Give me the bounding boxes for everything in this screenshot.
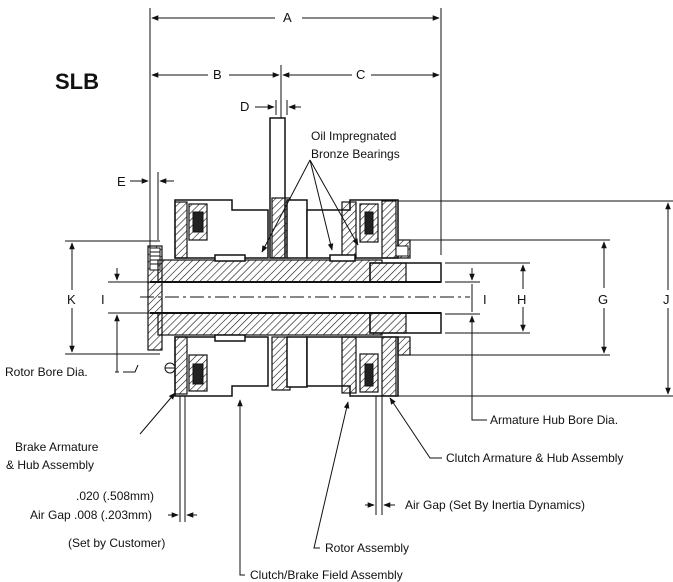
dim-label-e: E bbox=[117, 174, 126, 189]
dim-label-h: H bbox=[517, 292, 526, 307]
dim-label-i-left: I bbox=[101, 292, 105, 307]
dim-label-a: A bbox=[283, 10, 292, 25]
air-gap-customer-line2: Air Gap .008 (.203mm) bbox=[30, 508, 152, 522]
set-by-customer-label: (Set by Customer) bbox=[68, 536, 165, 550]
rotor-assembly-label: Rotor Assembly bbox=[325, 541, 409, 555]
dim-label-j: J bbox=[663, 292, 670, 307]
air-gap-customer-line1: .020 (.508mm) bbox=[76, 489, 154, 503]
model-title: SLB bbox=[55, 69, 99, 94]
armature-hub-bore-label: Armature Hub Bore Dia. bbox=[490, 413, 618, 427]
rotor-bore-label: Rotor Bore Dia. bbox=[5, 365, 88, 379]
dim-label-g: G bbox=[598, 292, 608, 307]
bearings-label-line2: Bronze Bearings bbox=[311, 147, 400, 161]
field-assembly-label: Clutch/Brake Field Assembly bbox=[250, 568, 403, 582]
dim-label-c: C bbox=[356, 67, 365, 82]
dimension-lines bbox=[65, 8, 673, 410]
dim-label-k: K bbox=[67, 292, 76, 307]
dim-label-b: B bbox=[213, 67, 222, 82]
dim-label-d: D bbox=[240, 99, 249, 114]
bearings-label-line1: Oil Impregnated bbox=[311, 129, 396, 143]
brake-armature-label-line1: Brake Armature bbox=[15, 440, 99, 454]
leader-lines bbox=[123, 159, 487, 576]
cross-section bbox=[140, 117, 470, 397]
clutch-armature-label: Clutch Armature & Hub Assembly bbox=[446, 451, 623, 465]
brake-armature-label-line2: & Hub Assembly bbox=[6, 458, 94, 472]
air-gap-inertia-label: Air Gap (Set By Inertia Dynamics) bbox=[405, 498, 585, 512]
dim-label-i-right: I bbox=[483, 292, 487, 307]
